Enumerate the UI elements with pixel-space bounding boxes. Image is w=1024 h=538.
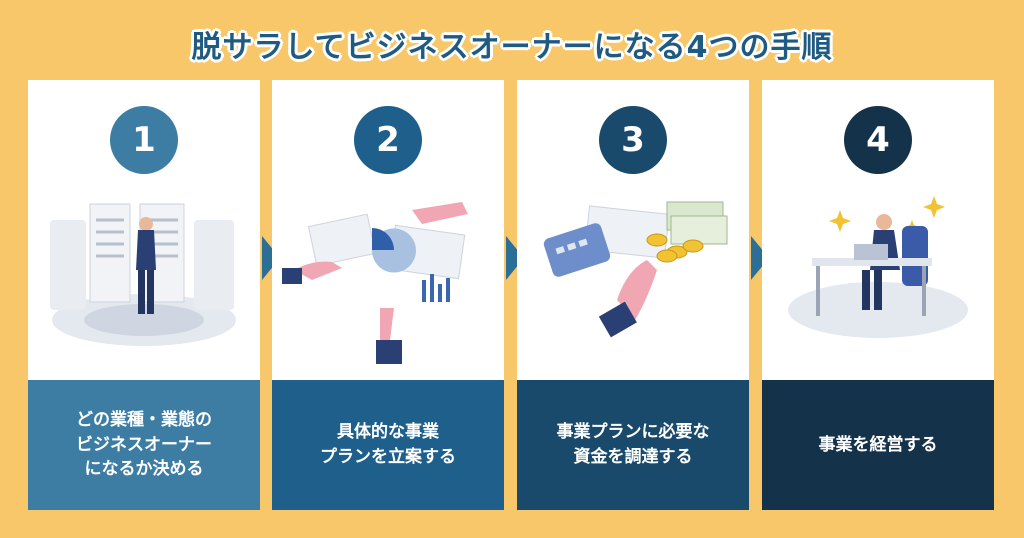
step-card-4: 4 事業を経営する [762, 80, 994, 510]
step-card-3: 3 事業プランに必要な 資金を調達する [517, 80, 749, 510]
step-number-4: 4 [844, 106, 912, 174]
hands-with-charts-illustration [282, 202, 468, 364]
step-label-1: どの業種・業態の ビジネスオーナー になるか決める [28, 380, 260, 510]
step-number-2: 2 [354, 106, 422, 174]
businessman-at-desk-illustration [788, 196, 968, 338]
step-label-3: 事業プランに必要な 資金を調達する [517, 380, 749, 510]
step-number-3: 3 [599, 106, 667, 174]
step-card-1: 1 どの業種・業態の ビジネスオーナー になるか決める [28, 80, 260, 510]
page-title: 脱サラしてビジネスオーナーになる4つの手順 [191, 30, 833, 65]
step-card-2: 2 具体的な事業 プランを立案する [272, 80, 504, 510]
step-number-1: 1 [110, 106, 178, 174]
step-label-4: 事業を経営する [762, 380, 994, 510]
hand-with-coins-calculator-illustration [543, 201, 728, 338]
step-label-2: 具体的な事業 プランを立案する [272, 380, 504, 510]
businessman-with-documents-illustration [50, 203, 236, 346]
